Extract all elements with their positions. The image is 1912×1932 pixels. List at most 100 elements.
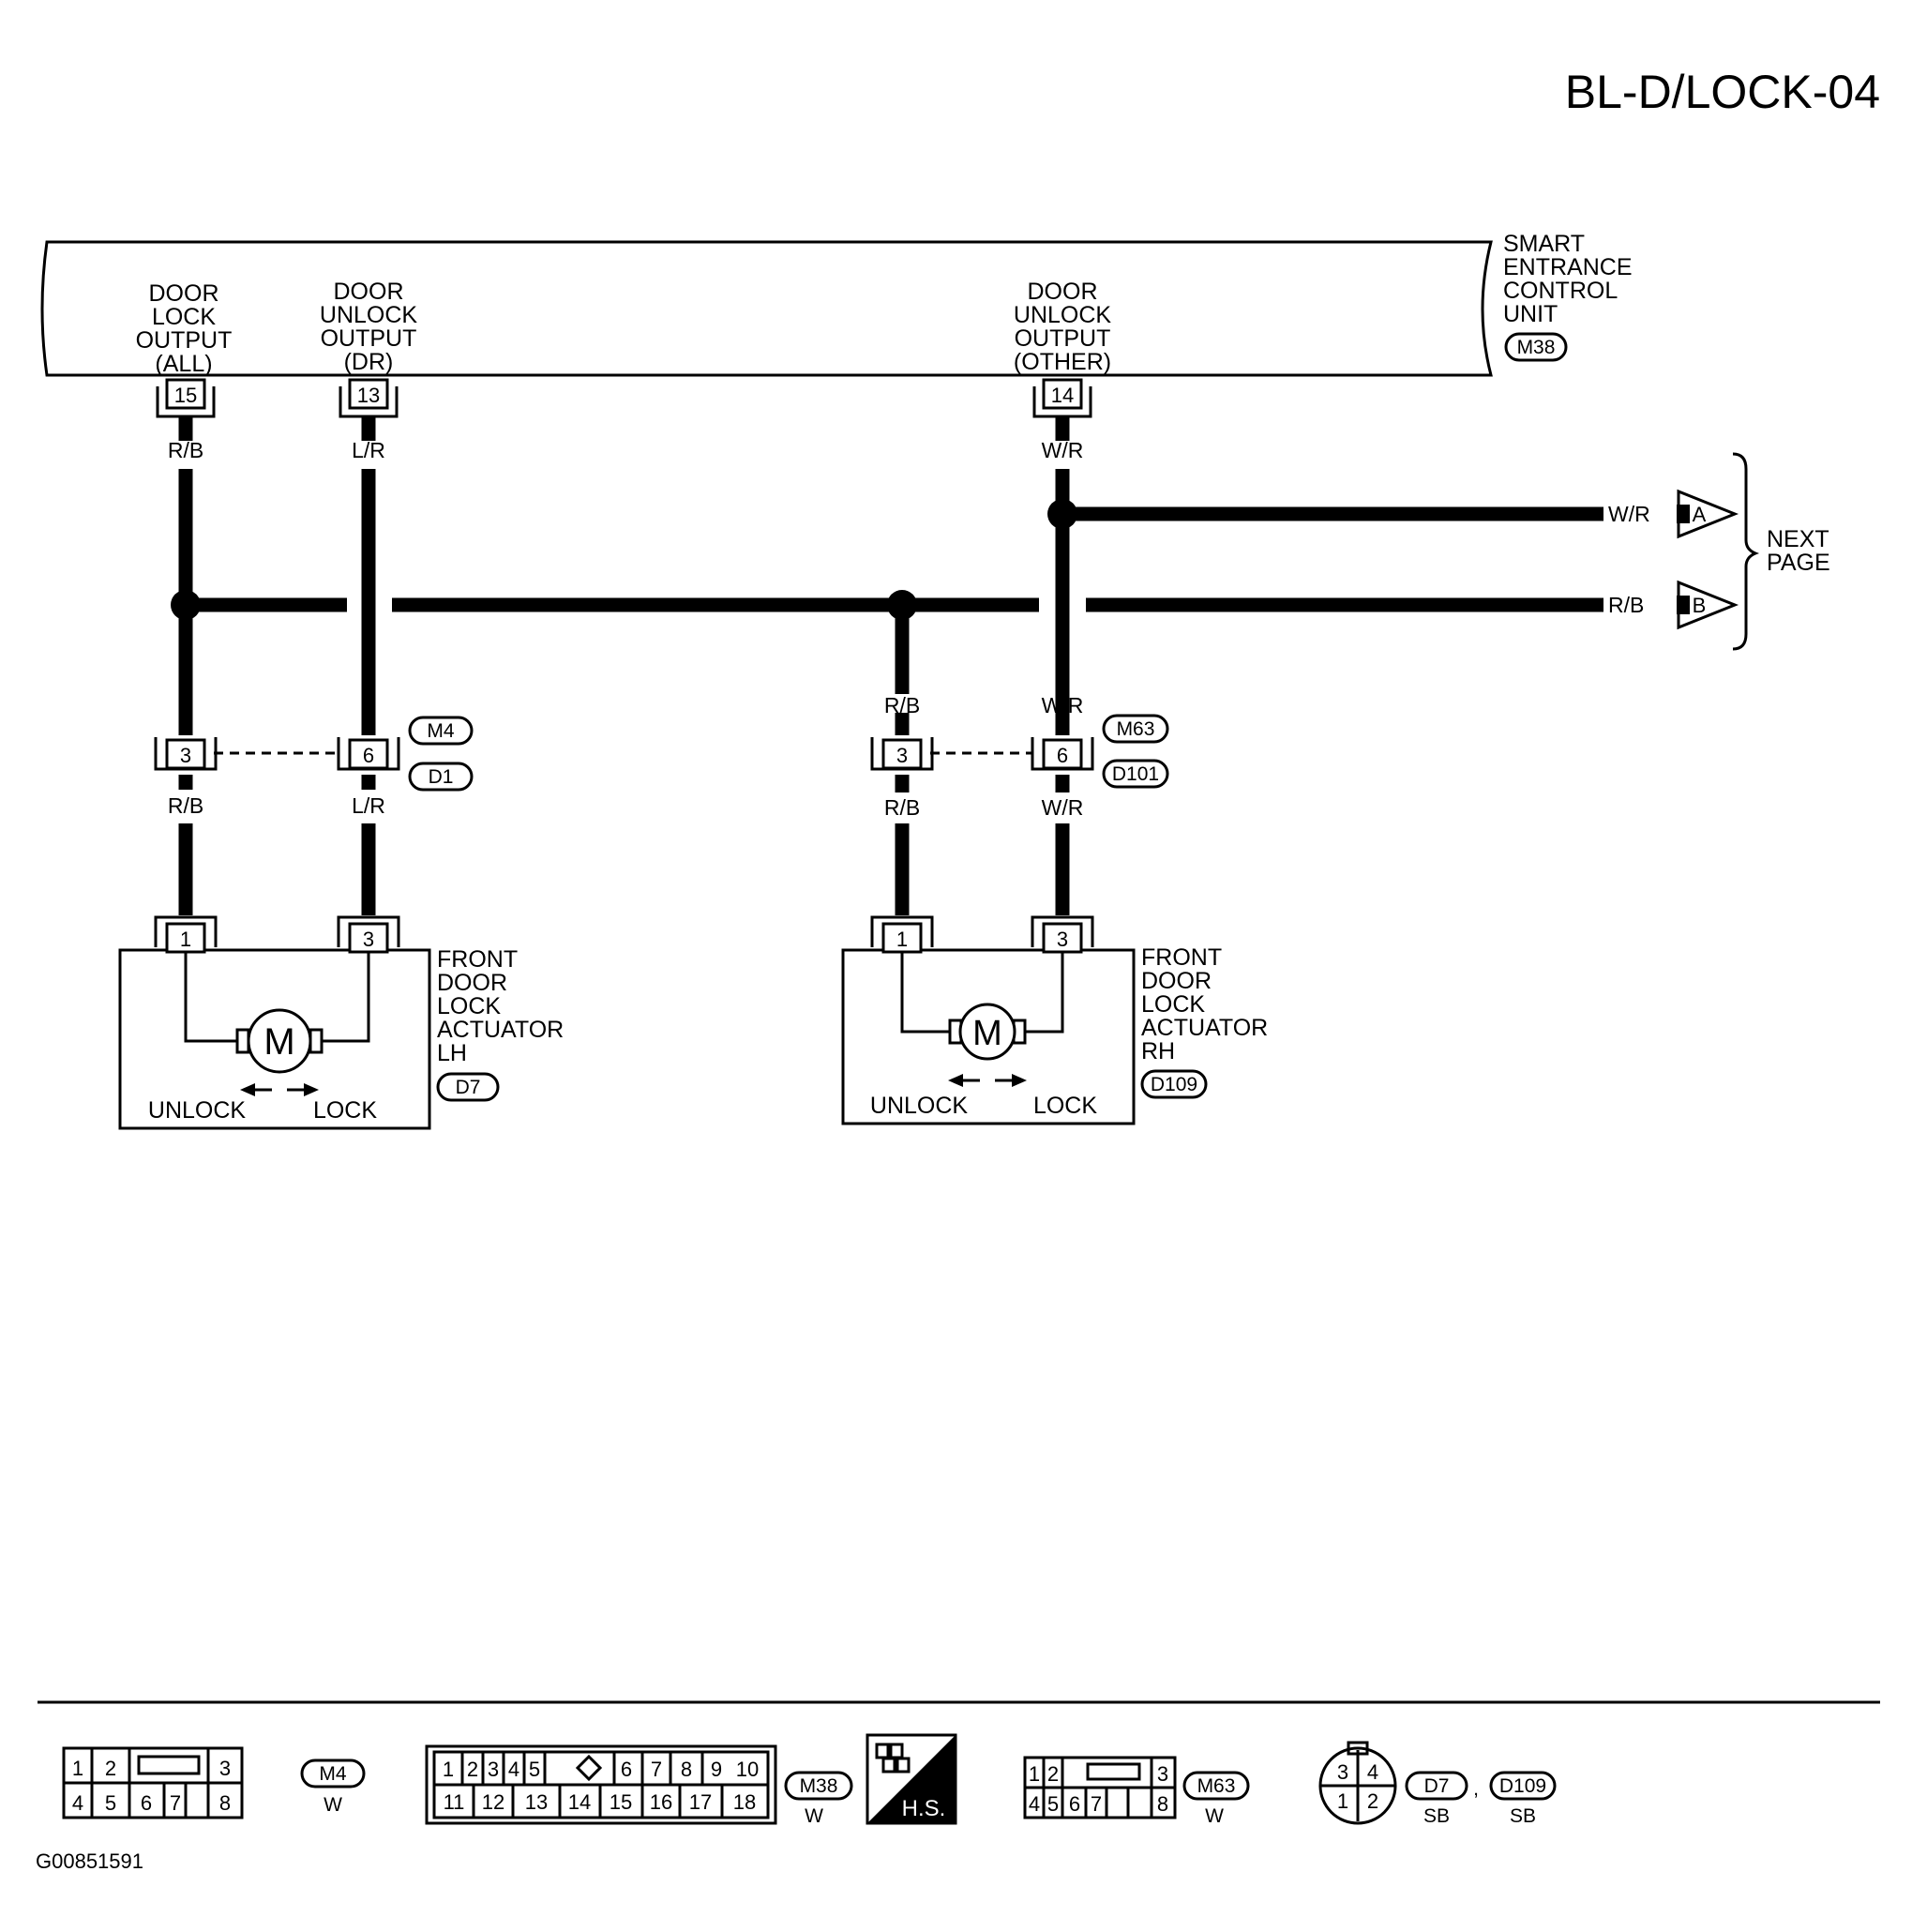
svg-text:7: 7 (651, 1758, 662, 1781)
svg-text:W/R: W/R (1608, 502, 1650, 526)
connector-view-tag-d109 (1489, 1771, 1557, 1801)
svg-text:4: 4 (1367, 1760, 1378, 1784)
joint-pin-right-3: 3 (870, 737, 934, 771)
svg-text:6: 6 (363, 744, 374, 767)
svg-text:16: 16 (650, 1790, 672, 1814)
svg-text:17: 17 (689, 1790, 712, 1814)
terminal-label-door-unlock-dr: DOOR UNLOCK OUTPUT (DR) (320, 279, 418, 375)
svg-text:5: 5 (105, 1791, 116, 1815)
svg-text:3: 3 (363, 928, 374, 951)
svg-text:3: 3 (180, 744, 191, 767)
splice-dot (171, 590, 201, 620)
figure-id: G00851591 (36, 1849, 143, 1873)
wire-label: W/R (1042, 438, 1084, 462)
connector-tag-text: D1 (429, 766, 454, 788)
svg-text:6: 6 (1057, 744, 1068, 767)
svg-text:3: 3 (219, 1757, 231, 1780)
connector-view-color: W (805, 1805, 823, 1827)
connector-view-color: SB (1510, 1805, 1536, 1827)
wire-label: L/R (352, 793, 385, 818)
connector-view-tag-text: D109 (1499, 1775, 1546, 1797)
terminal-label-door-lock-all: DOOR LOCK OUTPUT (ALL) (136, 280, 233, 377)
svg-text:DOOR: DOOR (149, 280, 219, 307)
terminal-label-door-unlock-other: DOOR UNLOCK OUTPUT (OTHER) (1014, 279, 1112, 375)
svg-text:LOCK: LOCK (437, 993, 501, 1019)
svg-text:ACTUATOR: ACTUATOR (1141, 1015, 1268, 1041)
next-page-label: NEXT PAGE (1767, 526, 1830, 576)
motor-icon (247, 1008, 312, 1074)
motor-icon (958, 1003, 1016, 1061)
svg-text:CONTROL: CONTROL (1503, 278, 1618, 304)
svg-text:3: 3 (1337, 1760, 1348, 1784)
connector-tag-m4 (408, 716, 474, 746)
svg-text:(OTHER): (OTHER) (1014, 349, 1111, 375)
svg-text:ENTRANCE: ENTRANCE (1503, 254, 1633, 280)
connector-face-d7-d109: 3 4 1 2 (1318, 1741, 1397, 1825)
svg-text:M: M (972, 1014, 1002, 1053)
svg-text:5: 5 (529, 1758, 540, 1781)
svg-text:FRONT: FRONT (1141, 944, 1222, 971)
connector-view-separator: , (1473, 1778, 1479, 1800)
svg-text:LOCK: LOCK (152, 304, 216, 330)
connector-tag-text: D109 (1151, 1074, 1197, 1095)
svg-text:UNLOCK: UNLOCK (870, 1093, 969, 1119)
unit-pin-15: 15 (156, 378, 216, 418)
connector-view-tag-text: D7 (1424, 1775, 1450, 1797)
actuator-rh: 1 3 M UNLOCK LOCK (841, 915, 1136, 1125)
control-unit-connector-text: M38 (1517, 337, 1556, 358)
svg-text:1: 1 (1337, 1789, 1348, 1813)
connector-view-tag-m63 (1182, 1771, 1250, 1801)
svg-text:7: 7 (1091, 1792, 1102, 1816)
svg-text:6: 6 (1069, 1792, 1080, 1816)
connector-view-tag-text: M38 (800, 1775, 838, 1797)
svg-text:1: 1 (180, 928, 191, 951)
connector-tag-d1 (408, 762, 474, 792)
svg-text:PAGE: PAGE (1767, 550, 1830, 576)
wire-label: L/R (352, 438, 385, 462)
svg-text:15: 15 (610, 1790, 632, 1814)
svg-text:8: 8 (219, 1791, 231, 1815)
svg-text:LOCK: LOCK (1141, 991, 1205, 1018)
wire-label: R/B (168, 793, 203, 818)
connector-view-tag-m4 (300, 1758, 366, 1789)
svg-text:4: 4 (72, 1791, 83, 1815)
joint-pin-left-3: 3 (154, 737, 218, 771)
actuator-lh-label: FRONT DOOR LOCK ACTUATOR LH (437, 946, 564, 1066)
svg-text:9: 9 (711, 1758, 722, 1781)
svg-text:NEXT: NEXT (1767, 526, 1829, 552)
svg-text:UNLOCK: UNLOCK (1014, 302, 1112, 328)
splice-dot (1047, 499, 1077, 529)
svg-text:3: 3 (896, 744, 908, 767)
svg-text:M: M (263, 1021, 294, 1063)
svg-text:12: 12 (482, 1790, 504, 1814)
connector-view-tag-text: M63 (1197, 1775, 1236, 1797)
svg-text:6: 6 (621, 1758, 632, 1781)
svg-text:1: 1 (1029, 1762, 1040, 1786)
connector-face-m63: 1 2 3 4 5 6 7 8 (1023, 1756, 1177, 1819)
svg-text:RH: RH (1141, 1038, 1175, 1064)
connector-face-m4: 1 2 3 4 5 6 7 8 (62, 1746, 244, 1819)
svg-text:8: 8 (681, 1758, 692, 1781)
wire-label: W/R (1042, 693, 1084, 717)
svg-text:(DR): (DR) (344, 349, 394, 375)
harness-side-text: H.S. (902, 1796, 946, 1821)
next-page-bracket (1732, 452, 1760, 651)
svg-text:R/B: R/B (1608, 593, 1644, 617)
connector-view-tag-text: M4 (319, 1763, 346, 1785)
unit-pin-14: 14 (1032, 378, 1092, 418)
svg-text:2: 2 (1367, 1789, 1378, 1813)
svg-text:OUTPUT: OUTPUT (136, 327, 233, 354)
svg-text:14: 14 (1051, 384, 1074, 407)
connector-tag-text: M4 (427, 720, 454, 742)
connector-view-color: SB (1423, 1805, 1450, 1827)
svg-text:SMART: SMART (1503, 231, 1585, 257)
connector-tag-d101 (1102, 759, 1169, 789)
svg-text:10: 10 (736, 1758, 759, 1781)
svg-text:2: 2 (105, 1757, 116, 1780)
svg-text:13: 13 (357, 384, 380, 407)
svg-text:DOOR: DOOR (437, 970, 507, 996)
svg-text:3: 3 (488, 1758, 499, 1781)
wire-label: R/B (884, 795, 920, 820)
svg-text:ACTUATOR: ACTUATOR (437, 1017, 564, 1043)
